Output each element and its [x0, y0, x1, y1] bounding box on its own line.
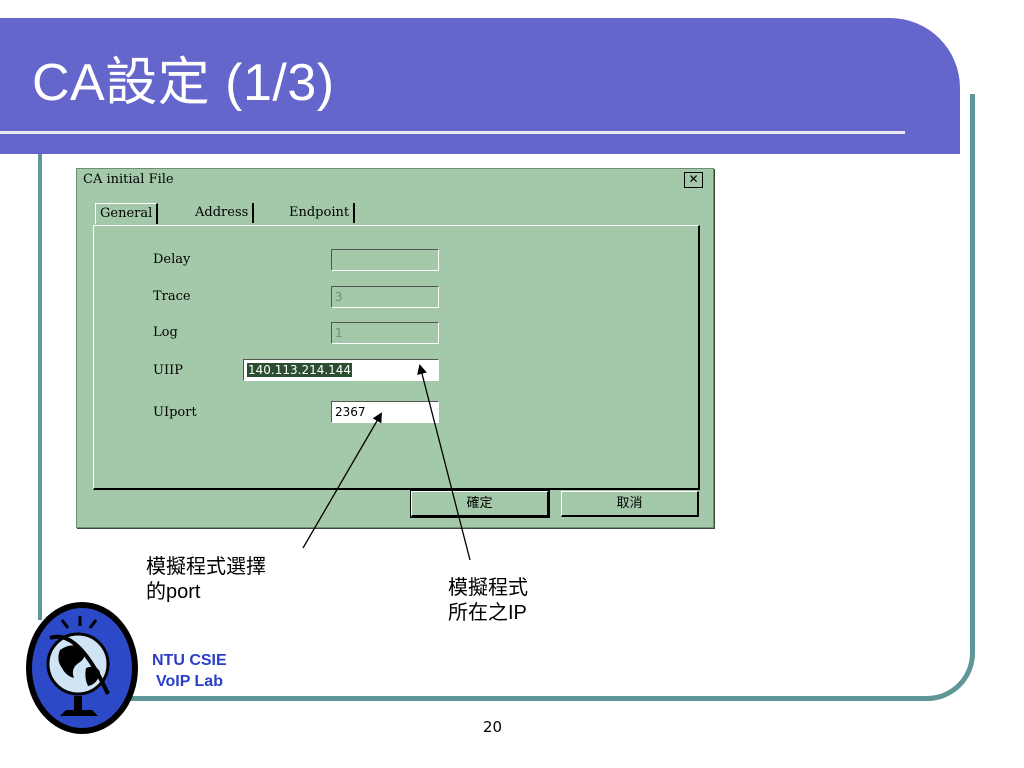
delay-field[interactable]	[331, 249, 439, 271]
dialog-title: CA initial File	[83, 172, 174, 187]
trace-label: Trace	[153, 289, 191, 304]
slide-frame	[40, 94, 975, 701]
title-underline	[0, 131, 905, 134]
ip-callout-line2: 所在之IP	[448, 602, 527, 624]
page-number: 20	[483, 718, 503, 736]
tab-endpoint[interactable]: Endpoint	[285, 203, 356, 223]
dialog-titlebar[interactable]: CA initial File ✕	[79, 171, 709, 188]
log-label: Log	[153, 325, 178, 340]
log-field[interactable]: 1	[331, 322, 439, 344]
ip-callout: 模擬程式 所在之IP	[448, 576, 528, 626]
ca-initial-file-dialog: CA initial File ✕ General Address Endpoi…	[76, 168, 714, 528]
slide-title: CA設定 (1/3)	[32, 54, 335, 112]
lab-name-line2: VoIP Lab	[156, 673, 223, 690]
lab-name: NTU CSIE VoIP Lab	[152, 650, 227, 692]
tab-address[interactable]: Address	[191, 203, 255, 223]
cancel-button[interactable]: 取消	[561, 491, 699, 517]
uiip-label: UIIP	[153, 363, 183, 378]
uiip-field[interactable]: 140.113.214.144	[243, 359, 439, 381]
uiport-field[interactable]: 2367	[331, 401, 439, 423]
ip-callout-line1: 模擬程式	[448, 577, 528, 599]
trace-field[interactable]: 3	[331, 286, 439, 308]
globe-logo-icon	[26, 602, 138, 734]
port-callout: 模擬程式選擇 的port	[146, 555, 266, 605]
tab-general[interactable]: General	[95, 203, 159, 224]
port-callout-line1: 模擬程式選擇	[146, 556, 266, 578]
general-tab-panel	[93, 225, 700, 490]
lab-name-line1: NTU CSIE	[152, 652, 227, 669]
uiport-label: UIport	[153, 405, 197, 420]
ok-button[interactable]: 確定	[410, 490, 550, 518]
port-callout-line2: 的port	[146, 581, 201, 603]
slide-frame-left	[38, 150, 42, 620]
close-icon[interactable]: ✕	[684, 172, 703, 188]
uiip-value: 140.113.214.144	[247, 363, 353, 377]
delay-label: Delay	[153, 252, 191, 267]
ip-arrow	[417, 364, 471, 561]
port-arrow	[302, 412, 383, 549]
